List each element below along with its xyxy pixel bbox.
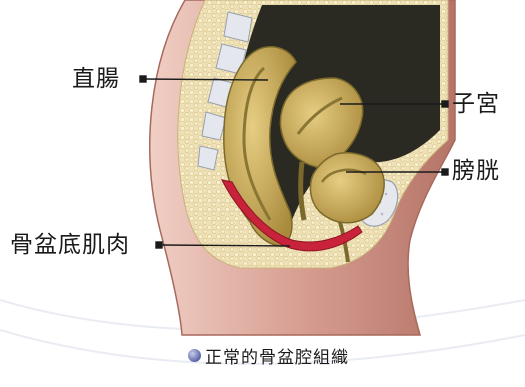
bullet-icon bbox=[188, 349, 201, 362]
label-uterus: 子宮 bbox=[452, 91, 500, 117]
label-bladder: 膀胱 bbox=[452, 158, 500, 184]
caption-text: 正常的骨盆腔組織 bbox=[205, 343, 349, 368]
label-pelvic-floor-muscle: 骨盆底肌肉 bbox=[10, 232, 130, 258]
label-rectum: 直腸 bbox=[72, 66, 120, 92]
caption: 正常的骨盆腔組織 bbox=[188, 343, 349, 368]
bladder-organ bbox=[310, 153, 384, 223]
